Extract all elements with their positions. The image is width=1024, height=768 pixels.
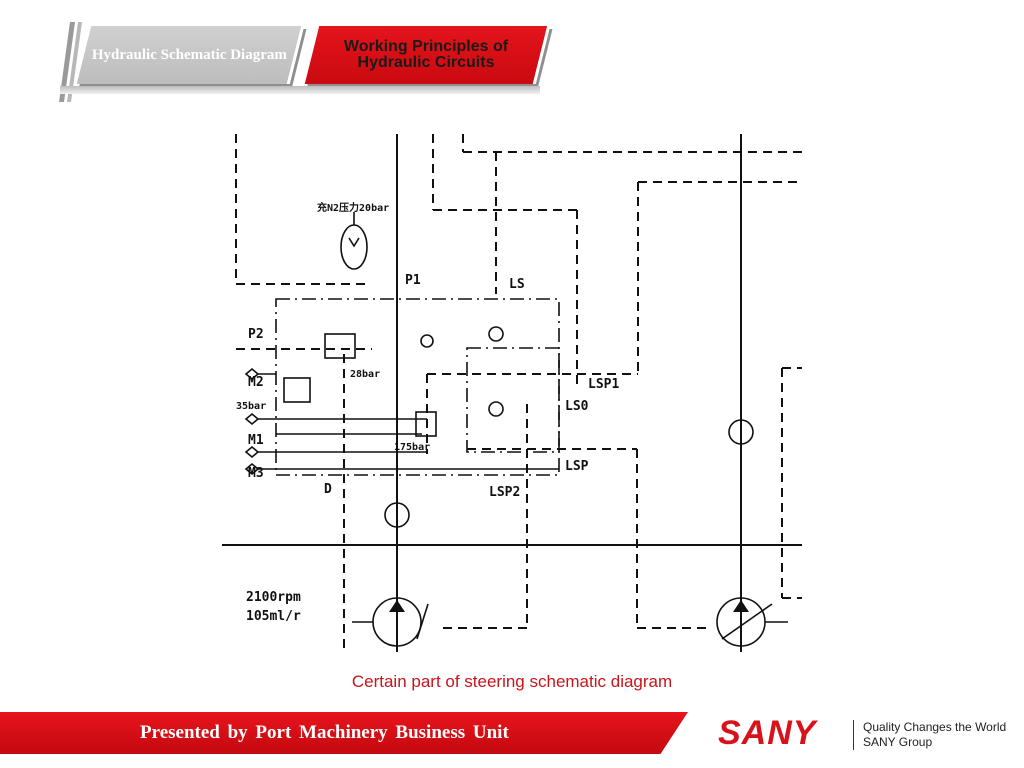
diagram-label-displacement: 105ml/r xyxy=(246,609,301,624)
tab-working-principles[interactable]: Working Principles of Hydraulic Circuits xyxy=(304,26,551,84)
diagram-label-35bar: 35bar xyxy=(236,401,266,412)
sany-logo: SANY xyxy=(718,714,817,752)
diagram-label-ls0: LS0 xyxy=(565,399,589,414)
tab-label: Working Principles of Hydraulic Circuits xyxy=(343,38,509,71)
diagram-label-p1: P1 xyxy=(405,273,421,288)
steering-schematic-diagram: 充N2压力20bar P1 LS P2 M2 28bar LSP1 35bar … xyxy=(222,134,802,652)
diagram-label-28bar: 28bar xyxy=(350,369,380,380)
diagram-label-m1: M1 xyxy=(248,433,264,448)
footer-banner xyxy=(0,712,688,754)
tagline-line2: SANY Group xyxy=(863,735,933,749)
diagram-label-lsp2: LSP2 xyxy=(489,485,520,500)
tab-label: Hydraulic Schematic Diagram xyxy=(91,46,287,63)
diagram-label-d: D xyxy=(324,482,332,497)
header-underline xyxy=(60,86,540,94)
diagram-label-p2: P2 xyxy=(248,327,264,342)
footer-presented-by: Presented by Port Machinery Business Uni… xyxy=(140,722,509,743)
header-stripes-decoration xyxy=(59,22,82,102)
footer-tagline: Quality Changes the World SANY Group xyxy=(863,720,1006,750)
diagram-label-accumulator: 充N2压力20bar xyxy=(317,201,389,214)
diagram-label-lsp1: LSP1 xyxy=(588,377,619,392)
footer-separator xyxy=(853,720,854,750)
diagram-label-175bar: 175bar xyxy=(394,442,430,453)
tagline-line1: Quality Changes the World xyxy=(863,720,1007,734)
tab-hydraulic-schematic-diagram[interactable]: Hydraulic Schematic Diagram xyxy=(76,26,305,84)
diagram-label-m3: M3 xyxy=(248,466,264,481)
diagram-label-lsp: LSP xyxy=(565,459,589,474)
diagram-label-m2: M2 xyxy=(248,375,264,390)
diagram-label-rpm: 2100rpm xyxy=(246,590,301,605)
diagram-caption: Certain part of steering schematic diagr… xyxy=(351,672,673,691)
diagram-label-ls: LS xyxy=(509,277,525,292)
